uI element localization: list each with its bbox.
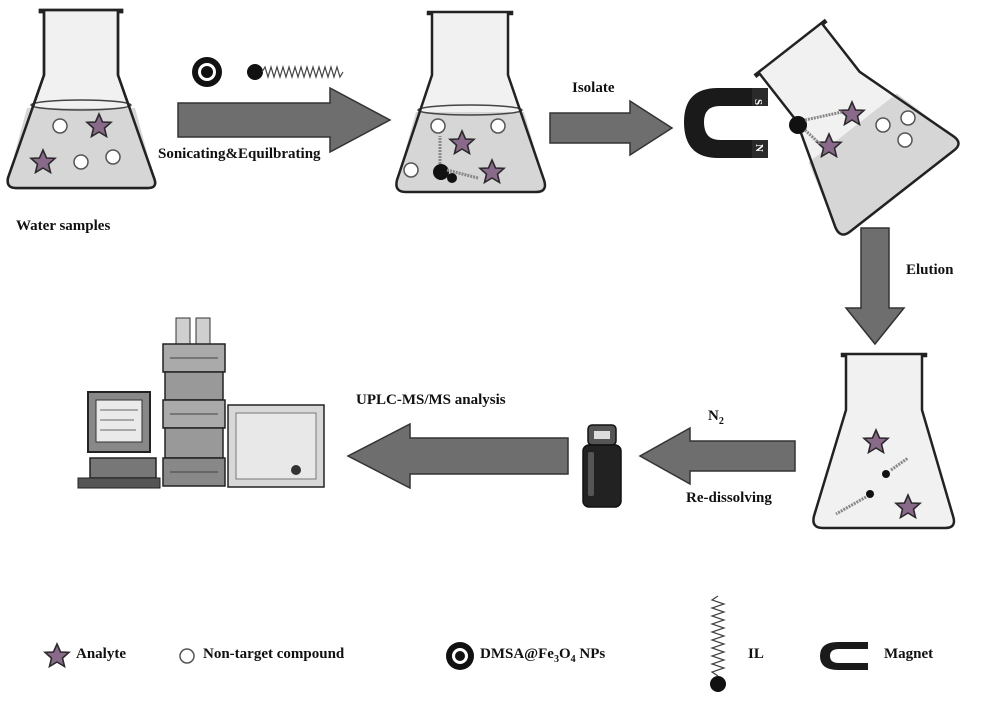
non-target-circle-icon <box>901 111 915 125</box>
legend <box>45 596 868 692</box>
redissolving-label: Re-dissolving <box>686 490 772 507</box>
nanoparticle-icon <box>433 164 449 180</box>
legend-analyte-label: Analyte <box>76 646 126 663</box>
vial-icon <box>583 425 621 507</box>
legend-magnet-icon <box>820 642 868 670</box>
flask-equilibrated <box>396 12 545 192</box>
arrow-uplc <box>348 424 568 488</box>
arrow-elution <box>846 228 904 344</box>
elution-label: Elution <box>906 262 954 279</box>
sonicating-label: Sonicating&Equilbrating <box>158 146 321 163</box>
legend-il-label: IL <box>748 646 764 663</box>
arrow-isolate <box>550 101 672 155</box>
non-target-circle-icon <box>53 119 67 133</box>
magnet-n-label: N <box>753 144 765 152</box>
non-target-circle-icon <box>106 150 120 164</box>
uplc-ms-instrument <box>78 318 324 488</box>
non-target-circle-icon <box>431 119 445 133</box>
non-target-circle-icon <box>876 118 890 132</box>
legend-il-icon <box>710 596 726 692</box>
magnet-s-label: S <box>752 99 764 105</box>
legend-nanoparticle-icon <box>446 642 474 670</box>
n2-label: N2 <box>708 408 724 427</box>
legend-non-target-label: Non-target compound <box>203 646 344 663</box>
arrow-redissolving <box>640 428 795 484</box>
legend-magnet-label: Magnet <box>884 646 933 663</box>
legend-dmsa-label: DMSA@Fe3O4 NPs <box>480 646 605 665</box>
water-samples-label: Water samples <box>16 218 110 235</box>
uplc-label: UPLC-MS/MS analysis <box>356 392 506 409</box>
non-target-circle-icon <box>404 163 418 177</box>
non-target-circle-icon <box>491 119 505 133</box>
non-target-circle-icon <box>898 133 912 147</box>
reagents-icon <box>192 57 343 87</box>
flask-eluate <box>813 354 954 528</box>
legend-non-target-icon <box>180 649 194 663</box>
isolate-label: Isolate <box>572 80 615 97</box>
flask-water-samples <box>8 10 155 188</box>
arrow-sonicating <box>178 88 390 152</box>
non-target-circle-icon <box>74 155 88 169</box>
legend-analyte-icon <box>45 644 69 667</box>
